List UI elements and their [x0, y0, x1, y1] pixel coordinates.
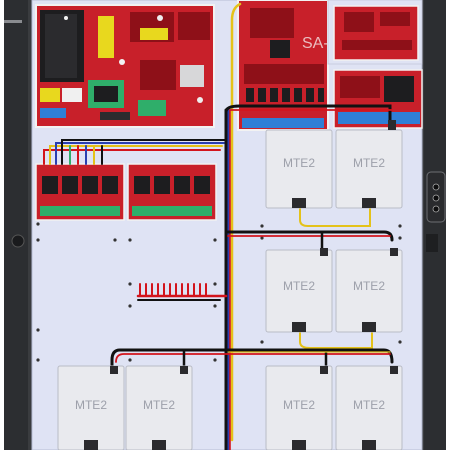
lock-hole-icon — [432, 194, 440, 202]
module-label: MTE2 — [143, 398, 175, 412]
backplate-frame — [31, 0, 423, 450]
expansion-board — [327, 0, 423, 65]
module-label: MTE2 — [75, 398, 107, 412]
mounting-holes — [36, 222, 402, 362]
module-label: MTE2 — [353, 398, 385, 412]
left-latch-icon — [11, 234, 25, 248]
enclosure-left-rail — [4, 0, 28, 450]
module-label: MTE2 — [283, 156, 315, 170]
power-supply-board — [35, 4, 215, 128]
mte2-module: MTE2 — [57, 365, 125, 450]
module-connectors — [110, 120, 398, 374]
wiring-harness — [43, 2, 394, 450]
mte2-module: MTE2 — [265, 129, 333, 209]
right-hinge — [426, 234, 438, 252]
mte2-module: MTE2 — [335, 249, 403, 333]
relay-board — [333, 69, 423, 129]
lock-hole-icon — [432, 183, 440, 191]
mte2-module: MTE2 — [335, 129, 403, 209]
mte2-module: MTE2 — [265, 249, 333, 333]
main-controller-board: SA-4 — [237, 0, 338, 131]
mte2-module: MTE2 — [125, 365, 193, 450]
zone-board-left — [35, 163, 125, 221]
mte2-module: MTE2 — [335, 365, 403, 450]
module-label: MTE2 — [283, 279, 315, 293]
module-label: MTE2 — [353, 156, 385, 170]
enclosure-top-notch — [4, 20, 22, 23]
lock-hole-icon — [432, 205, 440, 213]
enclosure-right-rail — [424, 0, 446, 450]
zone-board-right — [127, 163, 217, 221]
module-grid: MTE2 MTE2 MTE2 MTE2 MTE2 MTE2 — [57, 129, 403, 450]
module-label: MTE2 — [283, 398, 315, 412]
module-label: MTE2 — [353, 279, 385, 293]
mte2-module: MTE2 — [265, 365, 333, 450]
